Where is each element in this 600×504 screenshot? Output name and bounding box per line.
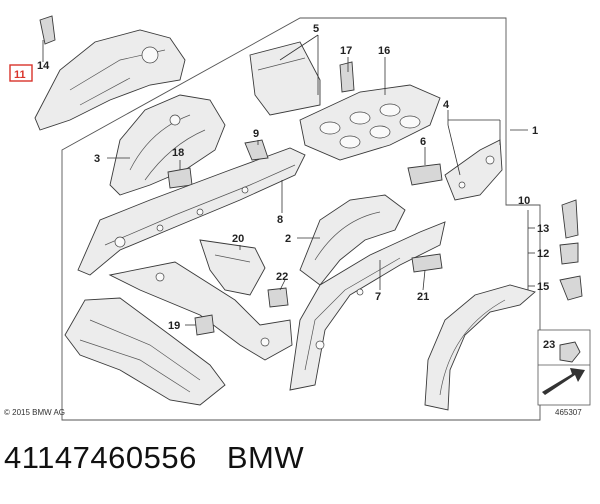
part-number: 41147460556 [4, 440, 197, 475]
part-clip-19 [194, 314, 215, 336]
callout-6: 6 [420, 136, 426, 148]
part-floor-panel [299, 84, 441, 161]
assembly-frame [61, 17, 541, 421]
callout-14: 14 [37, 60, 50, 72]
part-bracket-20 [199, 239, 266, 296]
part-bracket-6 [407, 163, 443, 186]
parts-diagram: 5 17 16 4 1 6 9 3 18 8 2 20 22 7 21 19 1… [4, 15, 591, 421]
callout-8: 8 [277, 214, 283, 226]
leader-lines [42, 34, 535, 326]
part-clip-21 [411, 253, 443, 273]
part-clip-15 [559, 275, 583, 301]
callout-18: 18 [172, 147, 184, 159]
callout-12: 12 [537, 248, 549, 260]
callout-labels: 5 17 16 4 1 6 9 3 18 8 2 20 22 7 21 19 1… [37, 23, 555, 351]
callout-13: 13 [537, 223, 549, 235]
part-floor-pan [64, 297, 226, 406]
part-rear-bracket [444, 139, 503, 201]
part-clip-9 [244, 139, 269, 161]
part-clip-13 [561, 199, 579, 239]
callout-4: 4 [443, 99, 450, 111]
callout-15: 15 [537, 281, 549, 293]
callout-2: 2 [285, 233, 291, 245]
callout-16: 16 [378, 45, 390, 57]
part-wheel-arch-liner [424, 284, 536, 411]
part-wheel-housing [109, 94, 226, 196]
part-rear-member [289, 221, 446, 391]
callout-10: 10 [518, 195, 530, 207]
part-clip-nut-box [537, 329, 591, 406]
highlight-box [9, 64, 33, 82]
part-bracket-18 [167, 167, 193, 189]
callout-21: 21 [417, 291, 429, 303]
part-inner-wheel-arch [299, 194, 406, 286]
callout-7: 7 [375, 291, 381, 303]
callout-23: 23 [543, 339, 555, 351]
callout-20: 20 [232, 233, 244, 245]
callout-22: 22 [276, 271, 288, 283]
callout-9: 9 [253, 128, 259, 140]
part-caption: 41147460556 BMW [4, 440, 594, 490]
part-cross-member [108, 261, 293, 361]
copyright-text: © 2015 BMW AG [4, 408, 65, 417]
callout-11: 11 [14, 69, 26, 81]
part-clip-22 [267, 287, 289, 308]
callout-19: 19 [168, 320, 180, 332]
highlighted-callout: 11 [9, 64, 33, 82]
part-clip-12 [559, 242, 579, 265]
callout-5: 5 [313, 23, 319, 35]
brand-name: BMW [226, 440, 305, 475]
drawing-number: 465307 [555, 408, 582, 417]
part-clip-17 [339, 61, 355, 93]
part-wheel-arch-cover [34, 15, 186, 131]
callout-17: 17 [340, 45, 352, 57]
callout-1: 1 [532, 125, 538, 137]
part-upper-bin [249, 41, 321, 116]
callout-3: 3 [94, 153, 100, 165]
part-side-member [77, 147, 306, 276]
